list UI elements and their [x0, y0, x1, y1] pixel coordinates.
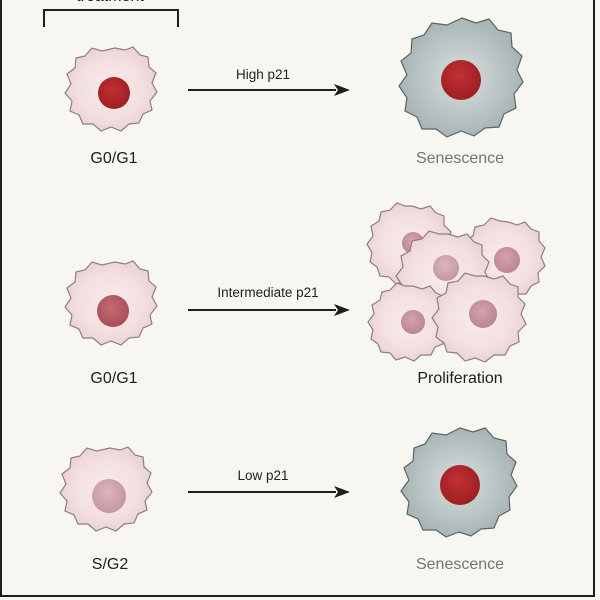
- treatment-label: treatment: [40, 0, 180, 6]
- proliferation-cluster: [366, 202, 546, 363]
- nucleus-low-p21-input: [92, 479, 126, 513]
- state-label-row2: G0/G1: [90, 370, 138, 387]
- state-label-row1: G0/G1: [90, 150, 138, 167]
- senescent-nucleus-row1: [441, 60, 481, 100]
- arrowhead-low-p21: [334, 486, 350, 498]
- outcome-label-row3: Senescence: [415, 556, 505, 573]
- prolif-cell-4: [367, 282, 450, 362]
- treatment-bracket: [43, 9, 179, 27]
- nucleus-intermediate-p21-input: [97, 295, 129, 327]
- outcome-label-row1: Senescence: [415, 150, 505, 167]
- arrow-label-row2: Intermediate p21: [217, 285, 319, 300]
- nucleus-high-p21-input: [98, 77, 130, 109]
- state-label-row3: S/G2: [91, 556, 129, 573]
- outcome-label-row2: Proliferation: [417, 370, 503, 387]
- arrow-label-row3: Low p21: [237, 468, 289, 483]
- senescent-nucleus-row3: [440, 465, 480, 505]
- arrowhead-high-p21: [334, 84, 350, 96]
- arrow-label-row1: High p21: [235, 67, 291, 82]
- arrowhead-intermediate-p21: [334, 304, 350, 316]
- prolif-cell-5: [431, 272, 527, 363]
